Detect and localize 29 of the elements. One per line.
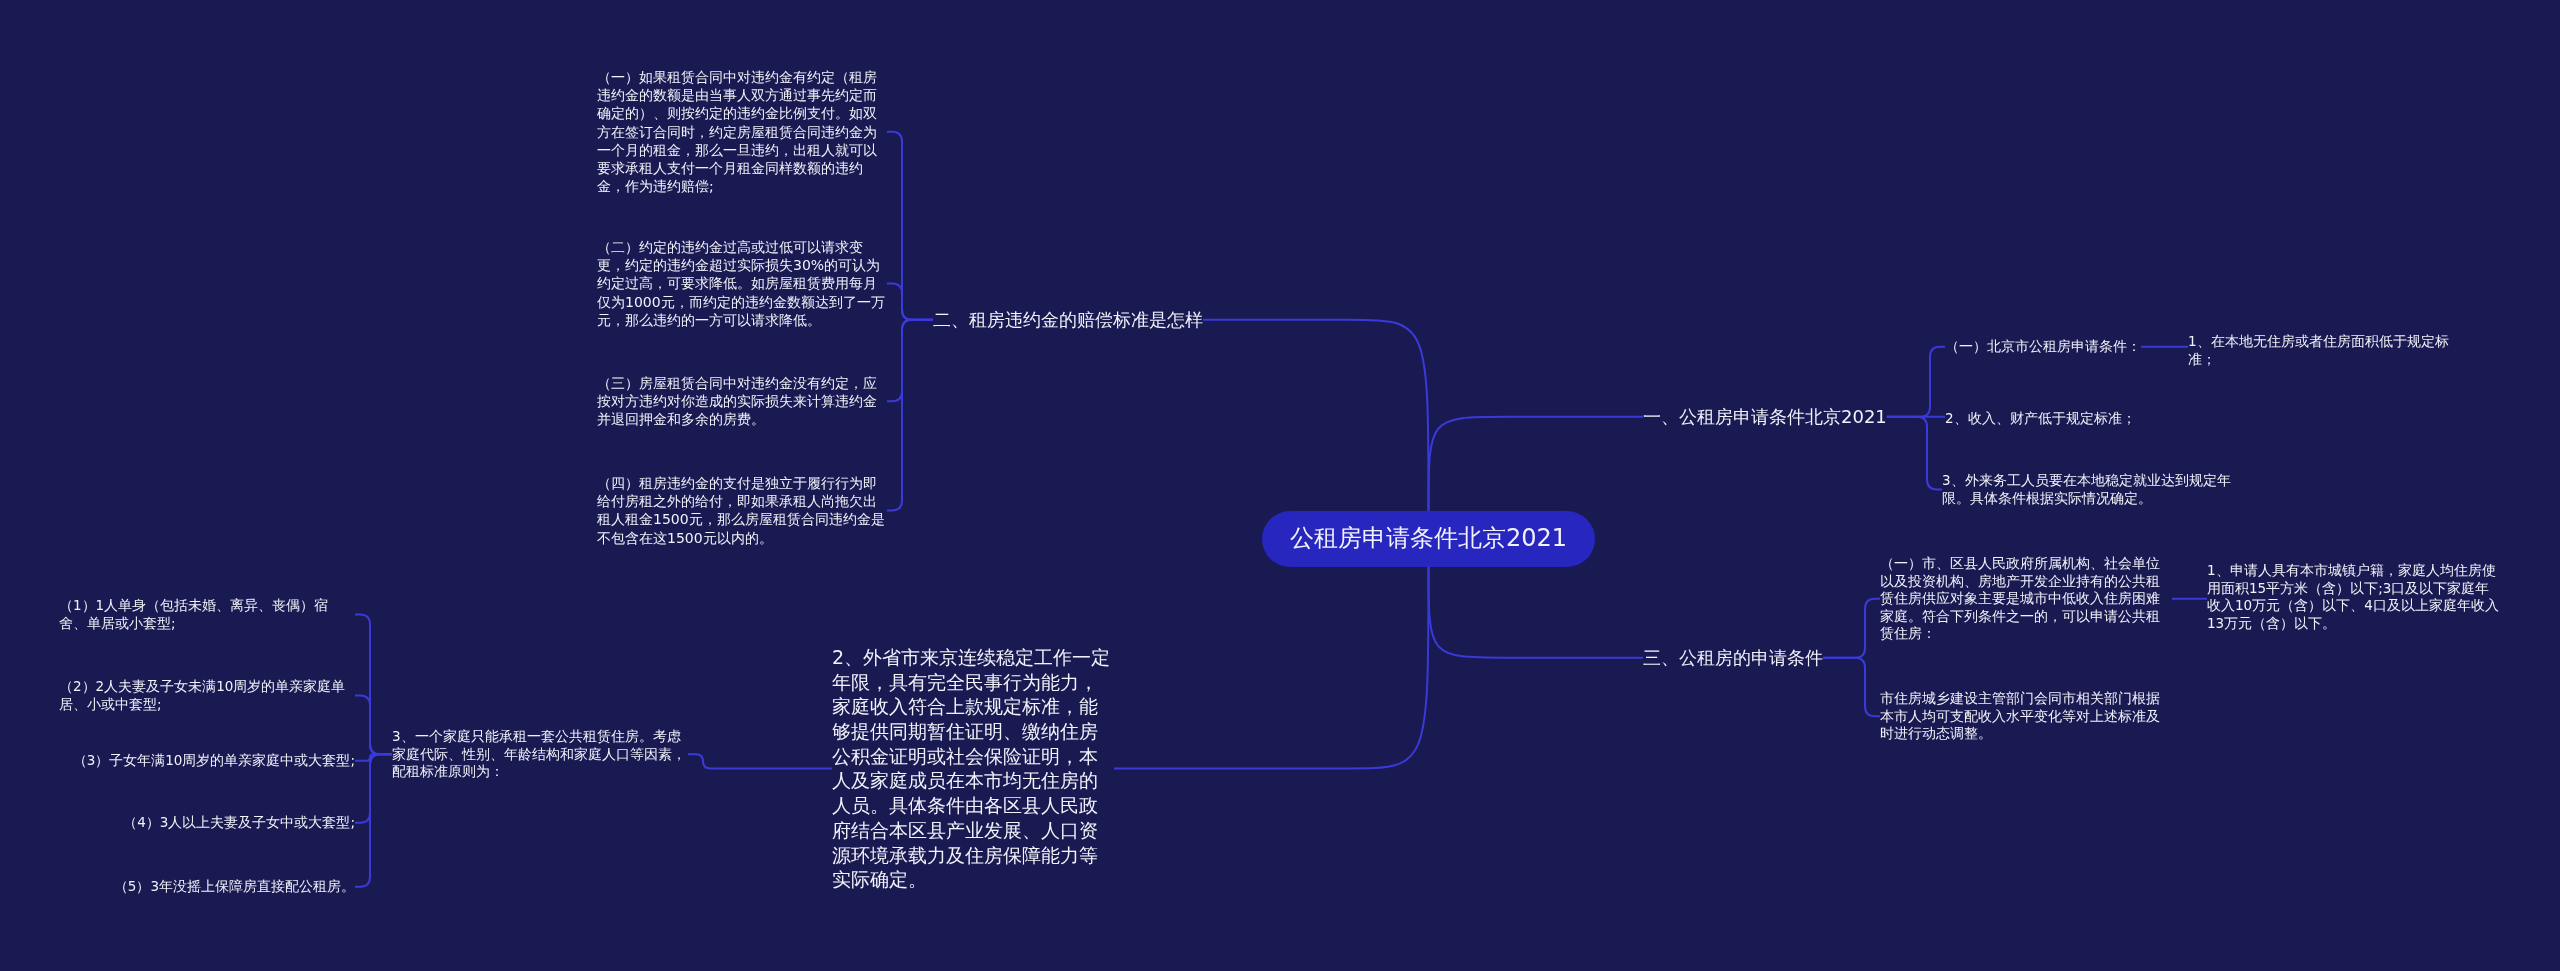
subtopic-text: （一）北京市公租房申请条件：	[1945, 338, 2141, 356]
connector-line	[2171, 597, 2208, 600]
branch-topic: 2、外省市来京连续稳定工作一定年限，具有完全民事行为能力，家庭收入符合上款规定标准，能够提供同期暂住证明、缴纳住房公积金证明或社会保险证明，本人及家庭成员在本市均无住房的人员。具体条件由各区县人民政府结合本区县产业发展、人口资源环境承载力及住房保障能力等实际确定。	[832, 645, 1114, 892]
connector-line	[1202, 318, 1430, 512]
subtopic-text: 1、申请人具有本市城镇户籍，家庭人均住房使用面积15平方米（含）以下;3口及以下家庭年收入10万元（含）以下、4口及以上家庭年收入13万元（含）以下。	[2207, 562, 2503, 633]
subtopic-text: （一）如果租赁合同中对违约金有约定（租房违约金的数额是由当事人双方通过事先约定而确定的）、则按约定的违约金比例支付。如双方在签订合同时，约定房屋租赁合同违约金为一个月的租金，那么一旦违约，出租人就可以要求承租人支付一个月租金同样数额的违约金，作为违约赔偿;	[597, 68, 887, 196]
subtopic-text: 市住房城乡建设主管部门会同市相关部门根据本市人均可支配收入水平变化等对上述标准及时进行动态调整。	[1880, 690, 2172, 743]
branch-topic: 三、公租房的申请条件	[1643, 646, 1823, 670]
subtopic-text: 3、外来务工人员要在本地稳定就业达到规定年限。具体条件根据实际情况确定。	[1942, 472, 2234, 508]
subtopic-text: （一）市、区县人民政府所属机构、社会单位以及投资机构、房地产开发企业持有的公共租赁住房供应对象主要是城市中低收入住房困难家庭。符合下列条件之一的，可以申请公共租赁住房：	[1880, 555, 2172, 643]
connector-line	[1427, 415, 1644, 512]
subtopic-text: （二）约定的违约金过高或过低可以请求变更，约定的违约金超过实际损失30%的可认为约定过高，可要求降低。如房屋租赁费用每月仅为1000元，而约定的违约金数额达到了一万元，那么违约的一方可以请求降低。	[597, 238, 887, 329]
subtopic-text: 1、在本地无住房或者住房面积低于规定标准；	[2188, 333, 2466, 369]
connector-line	[1427, 566, 1644, 659]
subtopic-text: （4）3人以上夫妻及子女中或大套型;	[123, 814, 355, 832]
connector-line	[687, 753, 833, 770]
subtopic-text: （2）2人夫妻及子女未满10周岁的单亲家庭单居、小或中套型;	[59, 678, 355, 714]
subtopic-text: （3）子女年满10周岁的单亲家庭中或大套型;	[72, 752, 355, 770]
subtopic-text: （5）3年没摇上保障房直接配公租房。	[113, 878, 355, 896]
subtopic-text: 2、收入、财产低于规定标准；	[1945, 410, 2136, 428]
branch-topic: 一、公租房申请条件北京2021	[1643, 405, 1887, 429]
subtopic-text: （三）房屋租赁合同中对违约金没有约定，应按对方违约对你造成的实际损失来计算违约金并退回押金和多余的房费。	[597, 374, 887, 429]
subtopic-text: （四）租房违约金的支付是独立于履行行为即给付房租之外的给付，即如果承租人尚拖欠出租人租金1500元，那么房屋租赁合同违约金是不包含在这1500元以内的。	[597, 474, 887, 547]
branch-topic: 二、租房违约金的赔偿标准是怎样	[933, 308, 1203, 332]
central-topic: 公租房申请条件北京2021	[1262, 511, 1595, 567]
subtopic-text: （1）1人单身（包括未婚、离异、丧偶）宿舍、单居或小套型;	[59, 597, 355, 633]
subtopic-text: 3、一个家庭只能承租一套公共租赁住房。考虑家庭代际、性别、年龄结构和家庭人口等因素，配租标准原则为：	[392, 728, 688, 781]
connector-line	[1113, 566, 1430, 770]
connector-line	[2140, 345, 2189, 348]
